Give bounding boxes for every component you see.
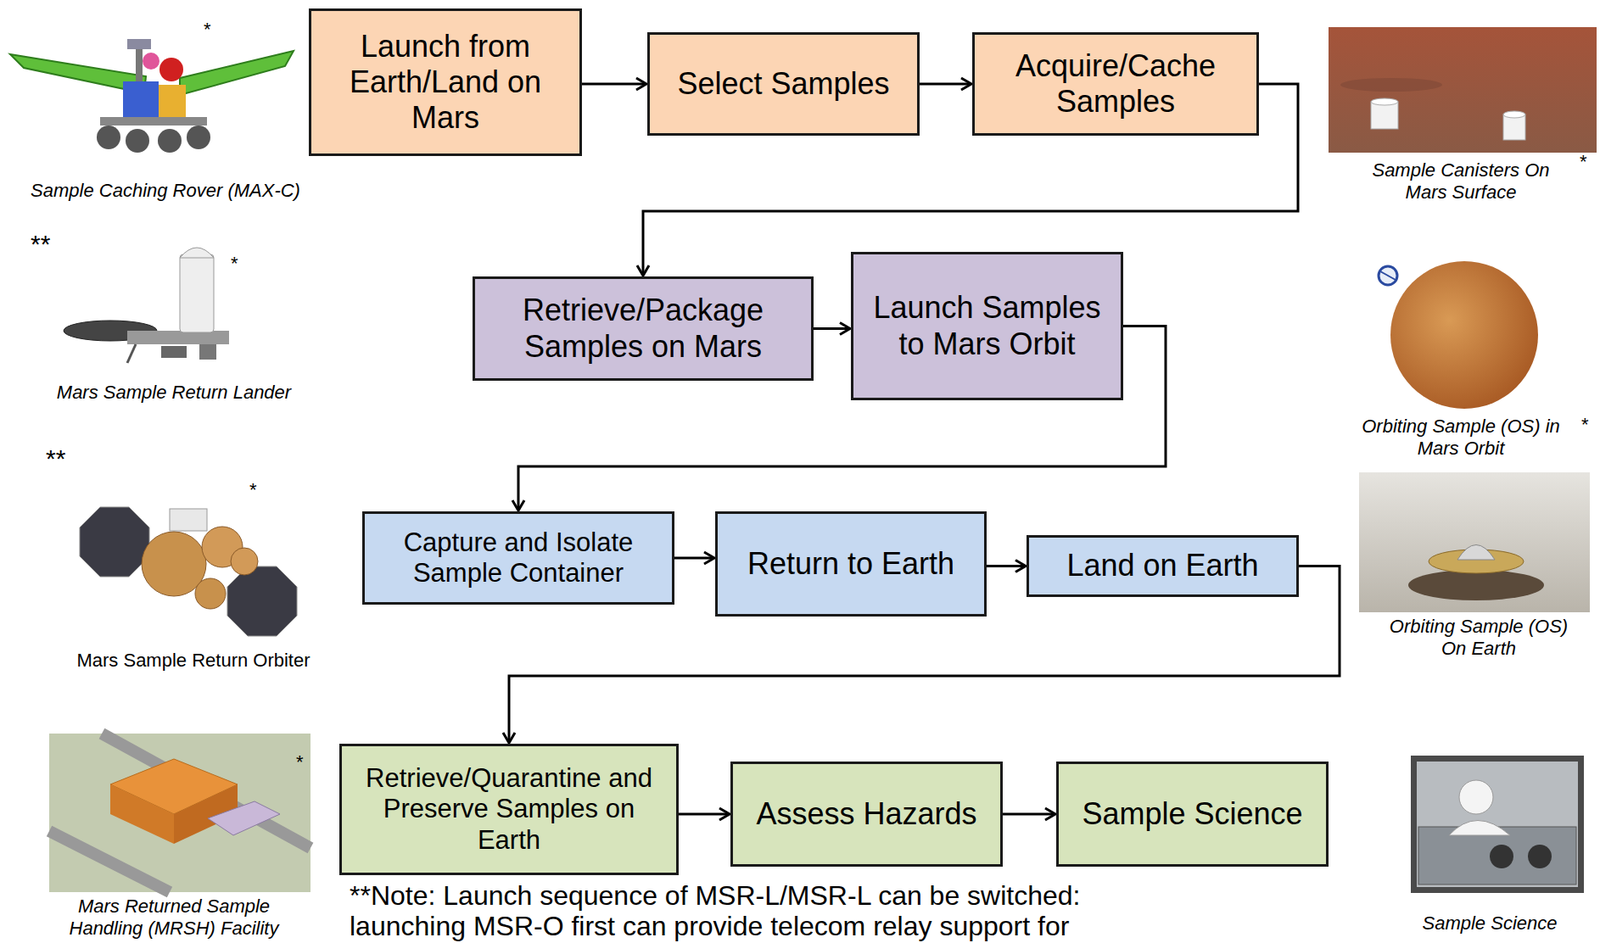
facility-road — [49, 733, 311, 893]
propellant-tank — [230, 548, 258, 576]
note-text: **Note: Launch sequence of MSR-L/MSR-L c… — [349, 880, 1198, 942]
process-box: Retrieve/Package Samples on Mars — [472, 276, 814, 381]
flow-arrow — [986, 565, 1026, 568]
flow-arrow — [678, 813, 730, 817]
process-box: Return to Earth — [715, 511, 987, 617]
facility-building — [110, 784, 174, 845]
flow-arrow — [1002, 813, 1056, 817]
box-text: Capture and Isolate Sample Container — [378, 527, 659, 590]
rover-wheel — [157, 128, 182, 153]
figure-caption: Mars Returned Sample Handling (MRSH) Fac… — [55, 895, 293, 940]
rover-wheel — [186, 125, 211, 150]
orbiter-module — [169, 509, 207, 532]
flow-arrow — [674, 557, 715, 560]
rover-illustration — [10, 39, 294, 153]
facility-illustration — [49, 733, 311, 893]
flow-arrow — [813, 327, 851, 331]
lab-background — [1416, 761, 1578, 888]
sample-canister — [1503, 111, 1526, 118]
box-text: Assess Hazards — [746, 796, 987, 833]
process-box: Retrieve/Quarantine and Preserve Samples… — [339, 744, 679, 876]
process-box: Acquire/Cache Samples — [972, 32, 1259, 136]
box-text: Launch Samples to Mars Orbit — [870, 290, 1104, 362]
rover-body — [158, 84, 186, 119]
canisters-photo — [1328, 27, 1597, 153]
mars-surface — [1328, 27, 1597, 153]
landed-sample-photo — [1359, 472, 1590, 613]
flow-arrow — [581, 83, 647, 86]
process-box: Launch Samples to Mars Orbit — [850, 251, 1124, 401]
figure-caption: Mars Sample Return Lander — [38, 381, 310, 404]
box-text: Launch from Earth/Land on Mars — [324, 28, 566, 136]
facility-wing — [207, 801, 280, 836]
lander-deck — [127, 330, 230, 345]
footnote-mark: * — [230, 252, 239, 275]
rover-body — [123, 81, 159, 119]
figure-caption: Orbiting Sample (OS) in Mars Orbit — [1349, 415, 1573, 460]
impact-crater — [1408, 570, 1545, 601]
orbiting-sample — [1380, 271, 1396, 280]
figure-caption: Orbiting Sample (OS) On Earth — [1382, 615, 1575, 661]
box-text: Select Samples — [663, 66, 904, 102]
solar-panel — [79, 507, 150, 577]
facility-ground — [49, 733, 311, 893]
lander-leg — [161, 346, 187, 359]
rover-part — [142, 52, 160, 70]
process-box: Land on Earth — [1026, 535, 1299, 598]
footnote-mark: * — [1581, 413, 1589, 437]
orbiting-sample — [1378, 266, 1398, 286]
solar-wing — [179, 50, 294, 96]
ascent-vehicle — [179, 254, 214, 333]
rover-chassis — [100, 117, 207, 126]
propellant-tank — [195, 578, 226, 610]
box-text: Retrieve/Package Samples on Mars — [490, 292, 796, 364]
process-box: Capture and Isolate Sample Container — [362, 511, 675, 605]
rover-wheel — [125, 128, 150, 153]
solar-panel — [227, 566, 297, 637]
scientist — [1459, 780, 1494, 815]
ground — [1359, 472, 1590, 613]
scientist — [1448, 821, 1511, 837]
rover-camera — [127, 39, 152, 50]
rover-antenna — [159, 57, 184, 82]
mars-globe — [1390, 261, 1539, 409]
sample-canister — [1370, 98, 1399, 106]
glove-port — [1489, 844, 1514, 869]
flow-arrow — [919, 83, 972, 86]
lab-photo — [1410, 755, 1584, 894]
footnote-mark: * — [296, 751, 304, 774]
process-box: Sample Science — [1056, 761, 1329, 868]
process-box: Launch from Earth/Land on Mars — [308, 8, 582, 157]
entry-vehicle-dome — [1457, 545, 1495, 561]
lander-illustration — [63, 247, 230, 364]
lander-leg — [199, 344, 217, 360]
box-text: Return to Earth — [731, 546, 971, 582]
box-text: Acquire/Cache Samples — [988, 48, 1243, 120]
process-box: Assess Hazards — [730, 761, 1003, 868]
sample-canister — [1370, 101, 1399, 129]
box-text: Sample Science — [1072, 796, 1313, 833]
rover-wheel — [96, 125, 121, 150]
ascent-vehicle-nose — [179, 247, 214, 258]
footnote-mark: * — [249, 479, 258, 502]
orbiter-illustration — [79, 507, 297, 637]
orbiting-sample-illustration — [1378, 261, 1539, 409]
footnote-mark: ** — [30, 229, 51, 259]
rover-mast — [135, 44, 143, 83]
box-text: Land on Earth — [1039, 548, 1287, 584]
figure-caption: Sample Canisters On Mars Surface — [1359, 159, 1563, 204]
process-box: Select Samples — [647, 32, 920, 136]
figure-caption: Mars Sample Return Orbiter — [57, 649, 330, 672]
glove-port — [1527, 844, 1552, 869]
lander-leg — [127, 344, 136, 364]
footnote-mark: * — [1579, 151, 1588, 174]
figure-caption: Sample Science — [1404, 912, 1575, 935]
figure-caption: Sample Caching Rover (MAX-C) — [21, 179, 310, 202]
photo-frame — [1410, 755, 1584, 894]
footnote-mark: ** — [45, 443, 66, 474]
footnote-mark: * — [203, 18, 212, 41]
box-text: Retrieve/Quarantine and Preserve Samples… — [362, 763, 656, 856]
surface-texture — [1340, 78, 1443, 92]
